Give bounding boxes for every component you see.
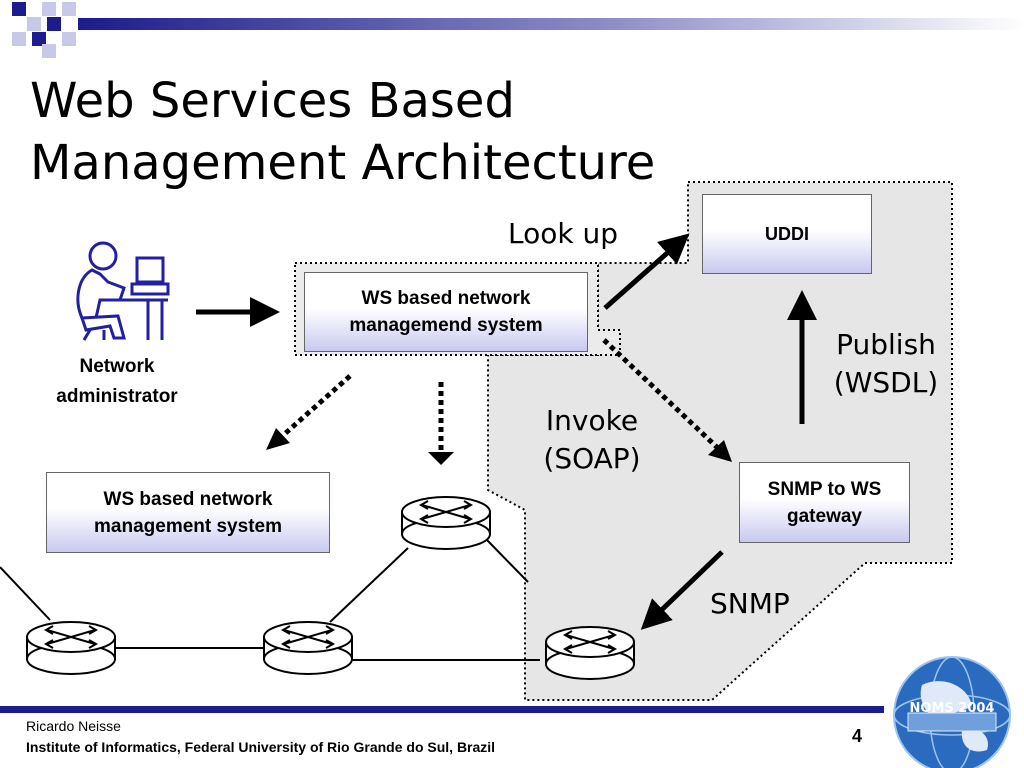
footer-author: Ricardo Neisse [26, 718, 121, 734]
admin-line-1: Network [79, 356, 155, 377]
publish-line-2: (WSDL) [833, 366, 939, 399]
lookup-arrow [603, 233, 690, 310]
footer-rule [0, 706, 884, 713]
slide-title: Web Services Based Management Architectu… [30, 70, 655, 194]
ws-system-left-line-2: management system [94, 515, 282, 537]
router-icon [263, 621, 353, 675]
router-icon [26, 621, 116, 675]
ws-system-left-line-1: WS based network [103, 488, 273, 510]
ws-system-left-box: WS based network management system [46, 472, 330, 553]
admin-line-2: administrator [56, 386, 178, 407]
title-gradient-bar [78, 18, 1024, 30]
corner-ornament [12, 2, 1024, 58]
dotted-arrow-left [278, 374, 352, 440]
snmp-arrow [640, 550, 724, 630]
snmp-gateway-box: SNMP to WS gateway [739, 462, 910, 543]
ornament-square [27, 17, 41, 31]
uddi-label: UDDI [765, 223, 809, 244]
snmp-label: SNMP [710, 587, 790, 620]
noms-logo-text: NOMS 2004 [910, 701, 995, 716]
lookup-label: Look up [508, 217, 619, 250]
link [0, 566, 51, 621]
ornament-square [32, 32, 46, 46]
link [486, 539, 529, 583]
ornament-square [62, 2, 76, 16]
ornament-square [42, 44, 56, 58]
uddi-box: UDDI [702, 194, 872, 274]
invoke-label: Invoke (SOAP) [532, 402, 652, 478]
dotted-arrowhead-down [428, 452, 454, 465]
ornament-square [47, 17, 61, 31]
link [329, 547, 409, 623]
publish-line-1: Publish [836, 328, 936, 361]
router-icon [545, 626, 635, 680]
title-line-1: Web Services Based [30, 73, 515, 129]
page-number: 4 [852, 726, 863, 746]
invoke-line-1: Invoke [545, 404, 639, 437]
ws-system-top-line-2: managemend system [349, 315, 543, 336]
dotted-arrowhead-left [266, 428, 290, 450]
invoke-line-2: (SOAP) [543, 442, 641, 475]
ornament-square [42, 2, 56, 16]
ornament-square [12, 2, 26, 16]
ornament-square [62, 32, 76, 46]
noms-2004-logo [893, 656, 1011, 768]
router-icon [401, 496, 491, 550]
ornament-square [12, 32, 26, 46]
ws-system-top-line-1: WS based network [361, 288, 531, 309]
footer-institution: Institute of Informatics, Federal Univer… [26, 739, 496, 755]
gateway-region [487, 181, 953, 701]
network-administrator-icon [76, 241, 170, 341]
network-administrator-label: Network administrator [36, 352, 198, 412]
gateway-line-2: gateway [787, 505, 862, 527]
ws-system-top-box: WS based network managemend system [304, 272, 588, 352]
gateway-line-1: SNMP to WS [767, 478, 882, 500]
network-links [0, 539, 540, 661]
publish-label: Publish (WSDL) [826, 326, 946, 402]
invoke-arrow [602, 338, 724, 454]
title-line-2: Management Architecture [30, 135, 656, 191]
invoke-arrowhead [708, 440, 732, 462]
